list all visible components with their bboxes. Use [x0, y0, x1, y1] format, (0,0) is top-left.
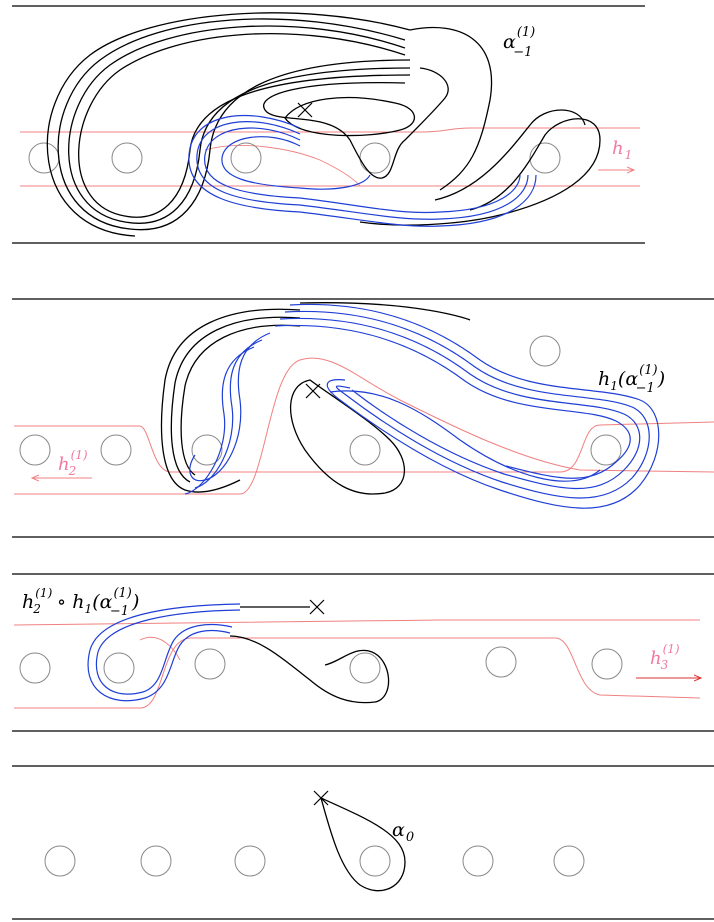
puncture: [28, 142, 60, 174]
puncture: [349, 652, 381, 684]
blue-strands: [87, 603, 241, 702]
puncture: [529, 142, 561, 174]
x-marker: [297, 102, 313, 118]
puncture: [194, 648, 226, 680]
puncture: [590, 434, 622, 466]
h2-label: h(1)2: [58, 448, 88, 478]
alpha-label: α(1)−1: [503, 25, 535, 60]
blue-strands: [184, 303, 660, 509]
band-top: [20, 127, 640, 133]
band-bend: [204, 145, 361, 187]
puncture: [19, 652, 51, 684]
puncture: [359, 845, 391, 877]
composite-label: h(1)2 ∘ h1(α(1)−1): [22, 586, 139, 619]
black-strands: [46, 12, 601, 237]
puncture: [103, 652, 135, 684]
puncture: [230, 142, 262, 174]
x-marker: [309, 599, 325, 615]
band-bottom: [14, 357, 714, 495]
alpha0-loop: [320, 797, 406, 892]
puncture: [529, 335, 561, 367]
panel-4: α0: [12, 765, 714, 920]
black-strands: [229, 606, 390, 704]
band-top: [14, 421, 714, 473]
puncture: [485, 646, 517, 678]
panel-3: h(1)2 ∘ h1(α(1)−1) h(1)3: [12, 573, 714, 732]
h1-alpha-label: h1(α(1)−1): [598, 363, 665, 396]
band-bend: [139, 637, 181, 661]
puncture: [140, 845, 172, 877]
puncture: [44, 845, 76, 877]
puncture: [19, 434, 51, 466]
puncture: [462, 845, 494, 877]
puncture: [111, 142, 143, 174]
puncture: [553, 845, 585, 877]
h3-label: h(1)3: [650, 642, 680, 672]
x-marker: [313, 790, 329, 806]
panel-1: α(1)−1 h1: [12, 5, 645, 244]
alpha0-label: α0: [392, 819, 414, 845]
black-strands: [160, 302, 471, 495]
blue-strands: [188, 114, 537, 227]
puncture: [359, 142, 391, 174]
band-top: [13, 619, 700, 626]
puncture: [100, 434, 132, 466]
puncture: [191, 434, 223, 466]
puncture: [349, 434, 381, 466]
puncture: [591, 648, 623, 680]
x-marker: [305, 383, 321, 399]
panel-2: h1(α(1)−1) h(1)2: [12, 298, 714, 538]
puncture: [234, 845, 266, 877]
band-bottom: [14, 637, 701, 709]
h1-label: h1: [612, 138, 632, 162]
